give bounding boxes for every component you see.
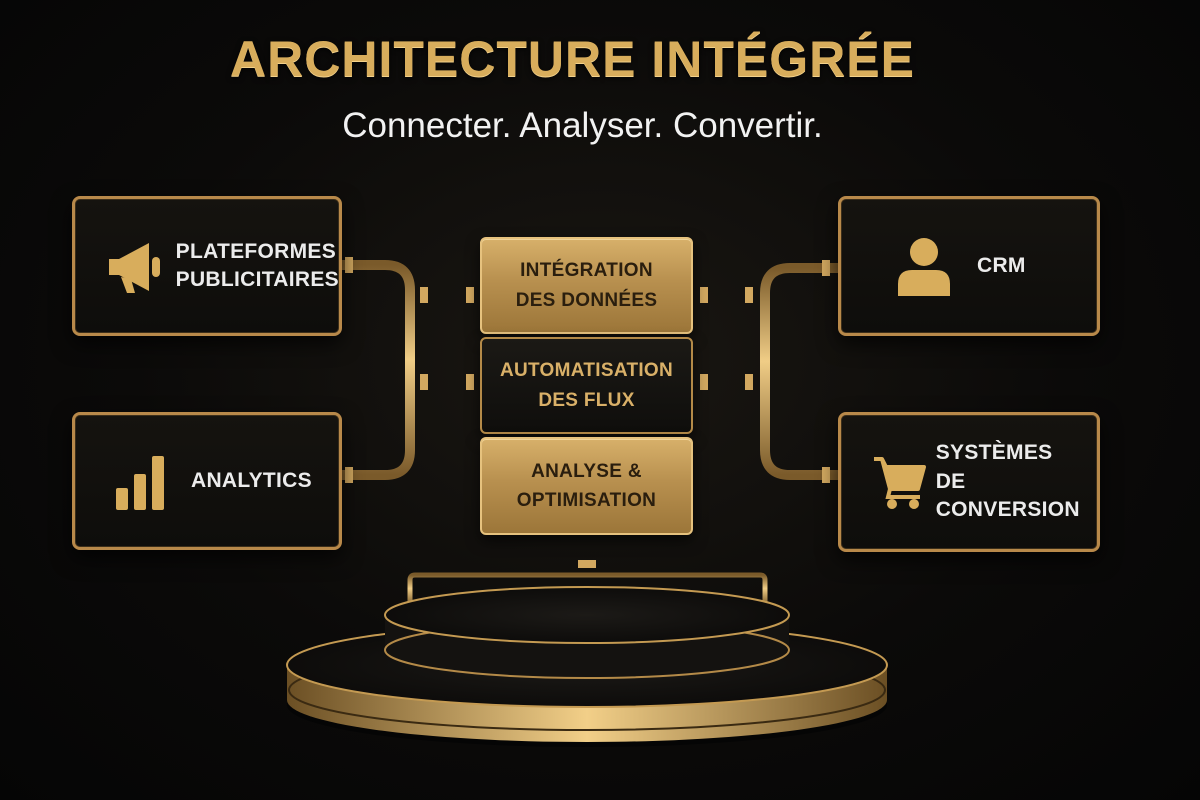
center-box-analysis-optimization: ANALYSE & OPTIMISATION [480,437,693,535]
card-label-line1: SYSTÈMES [935,441,1053,465]
card-label-line1: PLATEFORMES [175,239,337,263]
card-label-line2: DE CONVERSION [935,469,1080,522]
left-pipe-network [335,257,487,483]
center-box-line2: DES DONNÉES [515,289,658,311]
card-label-line2: PUBLICITAIRES [175,268,339,291]
shopping-cart-icon [869,453,932,511]
bar-chart-icon [97,450,187,512]
center-box-line1: ANALYSE & [531,460,642,482]
user-icon [879,234,969,298]
card-crm: CRM [838,196,1100,336]
center-box-line2: DES FLUX [538,389,635,411]
right-pipe-network [688,260,843,483]
center-box-flow-automation: AUTOMATISATION DES FLUX [480,337,693,434]
card-ad-platforms: PLATEFORMES PUBLICITAIRES [72,196,342,336]
diagram-title: ARCHITECTURE INTÉGRÉE [230,31,915,87]
card-analytics: ANALYTICS [72,412,342,550]
card-label-line1: CRM [977,253,1026,277]
center-box-line1: INTÉGRATION [520,260,653,282]
center-box-line2: OPTIMISATION [516,490,657,511]
center-box-line1: AUTOMATISATION [499,360,674,382]
center-box-data-integration: INTÉGRATION DES DONNÉES [480,237,693,334]
card-label-line1: ANALYTICS [191,468,312,492]
megaphone-icon [97,235,176,297]
podium [286,586,888,747]
diagram-subtitle: Connecter. Analyser. Convertir. [342,106,823,145]
card-conversion-systems: SYSTÈMES DE CONVERSION [838,412,1100,552]
